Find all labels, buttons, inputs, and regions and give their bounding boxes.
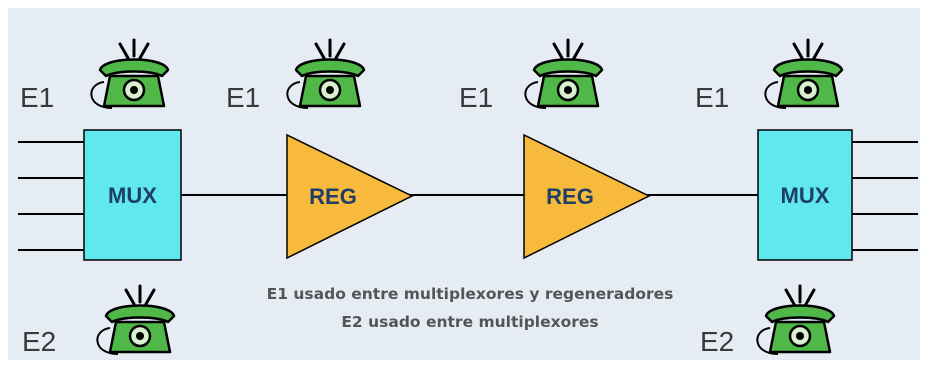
- reg-right-triangle: [523, 133, 651, 260]
- reg-left-label: REG: [309, 184, 357, 209]
- e2-label: E2: [22, 326, 57, 357]
- phone-icon: [95, 284, 176, 356]
- mux-left-box: [83, 129, 182, 261]
- caption-line-2: E2 usado entre multiplexores: [341, 313, 599, 331]
- e1-label: E1: [226, 82, 261, 113]
- phone-icon: [523, 38, 604, 110]
- left-mux-inputs: [18, 141, 84, 251]
- phone-icon: [285, 38, 366, 110]
- right-mux-outputs: [852, 141, 918, 251]
- mux-right-label: MUX: [780, 183, 830, 208]
- reg-left-triangle: [286, 133, 414, 260]
- phone-icon: [763, 38, 844, 110]
- e2-label: E2: [700, 326, 735, 357]
- mux-right-box: [757, 129, 853, 261]
- caption-line-1: E1 usado entre multiplexores y regenerad…: [266, 285, 674, 303]
- mux-left-label: MUX: [108, 183, 157, 208]
- e1-label: E1: [20, 82, 55, 113]
- e1-label: E1: [459, 82, 494, 113]
- phone-icon: [89, 38, 170, 110]
- reg-right-label: REG: [546, 184, 594, 209]
- phone-icon: [755, 284, 836, 356]
- e1-label: E1: [695, 82, 730, 113]
